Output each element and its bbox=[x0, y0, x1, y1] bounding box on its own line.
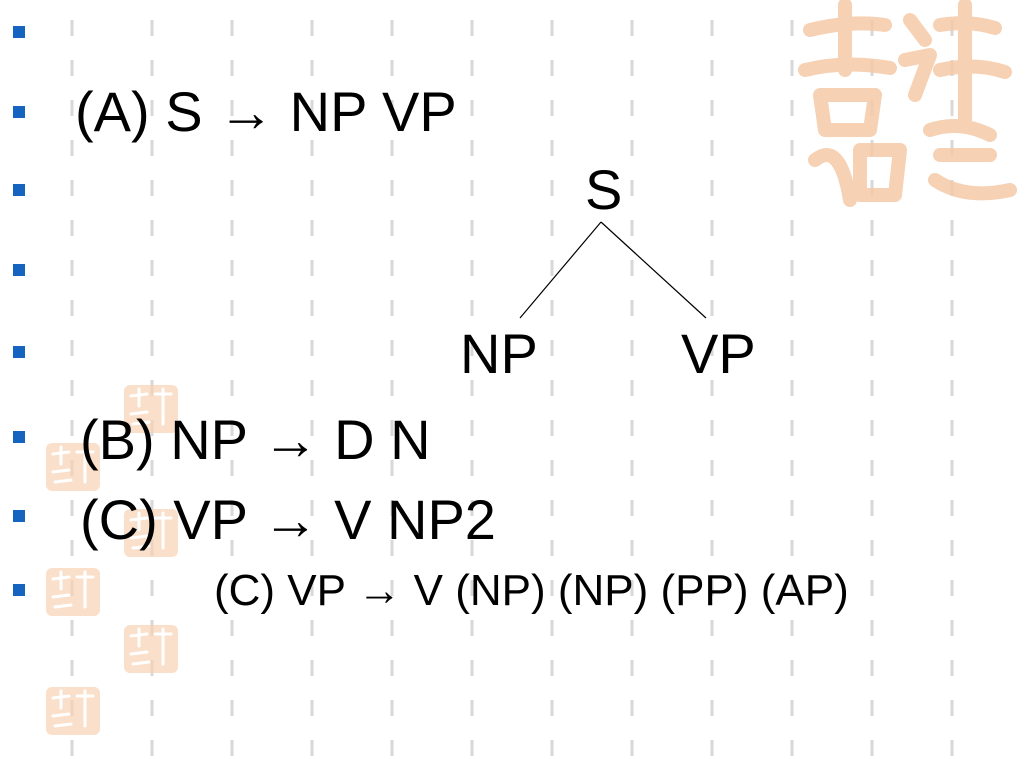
square-bullet-icon bbox=[13, 431, 25, 443]
square-bullet-icon bbox=[13, 106, 25, 118]
rule-a: (A) S → NP VP bbox=[75, 80, 457, 143]
square-bullet-icon bbox=[13, 510, 25, 522]
square-bullet-icon bbox=[13, 184, 25, 196]
seal-watermark-icon bbox=[46, 687, 100, 735]
rule-b: (B) NP → D N bbox=[80, 408, 431, 471]
rule-c-expanded: (C) VP → V (NP) (NP) (PP) (AP) bbox=[214, 566, 849, 615]
tree-node-right: VP bbox=[681, 322, 756, 385]
square-bullet-icon bbox=[13, 26, 25, 38]
tree-node-left: NP bbox=[460, 322, 538, 385]
seal-watermark-icon bbox=[46, 568, 100, 616]
tree-branch-left bbox=[519, 221, 602, 319]
seal-watermark-icon bbox=[124, 385, 178, 433]
square-bullet-icon bbox=[13, 264, 25, 276]
seal-watermark-icon bbox=[124, 509, 178, 557]
square-bullet-icon bbox=[13, 584, 25, 596]
tree-branch-right bbox=[600, 221, 707, 319]
seal-watermark-icon bbox=[798, 0, 1017, 207]
seal-watermark-icon bbox=[124, 625, 178, 673]
rule-c: (C) VP → V NP2 bbox=[80, 488, 496, 551]
square-bullet-icon bbox=[13, 346, 25, 358]
seal-watermark-icon bbox=[46, 443, 100, 491]
tree-node-root: S bbox=[585, 158, 623, 221]
